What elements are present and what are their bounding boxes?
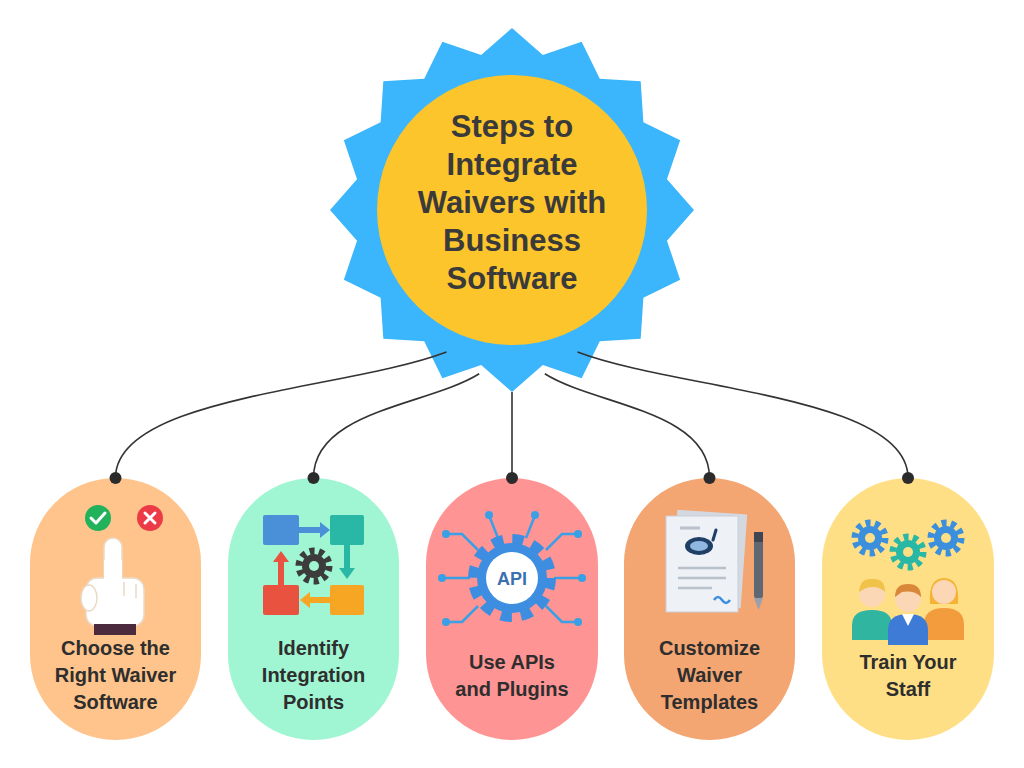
pill-text-box: Customize Waiver Templates [624,618,795,733]
team-gears-icon [852,523,964,645]
pill-text-box: Train Your Staff [822,618,994,733]
step-label: Use APIs and Plugins [452,649,572,703]
star-shape [330,28,694,392]
connector-dot [704,472,716,484]
title-wrap: Steps to Integrate Waivers with Business… [330,28,694,392]
document-icon [666,510,763,612]
pill-text-box: Identify Integration Points [228,618,399,733]
connector-dot [506,472,518,484]
step-pill: Train Your Staff [822,478,994,740]
pill-text-box: Choose the Right Waiver Software [30,618,201,733]
step-pill: Use APIs and Plugins [426,478,598,740]
step-label: Customize Waiver Templates [635,635,785,716]
step-pill: Choose the Right Waiver Software [30,478,201,740]
step-pill: Customize Waiver Templates [624,478,795,740]
connector-dot [902,472,914,484]
pill-text-box: Use APIs and Plugins [426,618,598,733]
connector-line [314,374,480,478]
step-label: Identify Integration Points [239,635,389,716]
step-pill: Identify Integration Points [228,478,399,740]
integration-icon [263,515,364,615]
title-text: Steps to Integrate Waivers with Business… [410,108,615,298]
connector-dot [110,472,122,484]
step-label: Train Your Staff [838,649,978,703]
connector-line [578,352,909,478]
step-label: Choose the Right Waiver Software [41,635,191,716]
api-gear-icon [438,511,586,626]
connector-line [116,352,447,478]
title-star-node: Steps to Integrate Waivers with Business… [330,28,694,392]
connector-line [511,392,513,478]
connector-dot [308,472,320,484]
title-circle [377,75,647,345]
connector-line [545,374,710,478]
choice-hand-icon [81,505,163,635]
